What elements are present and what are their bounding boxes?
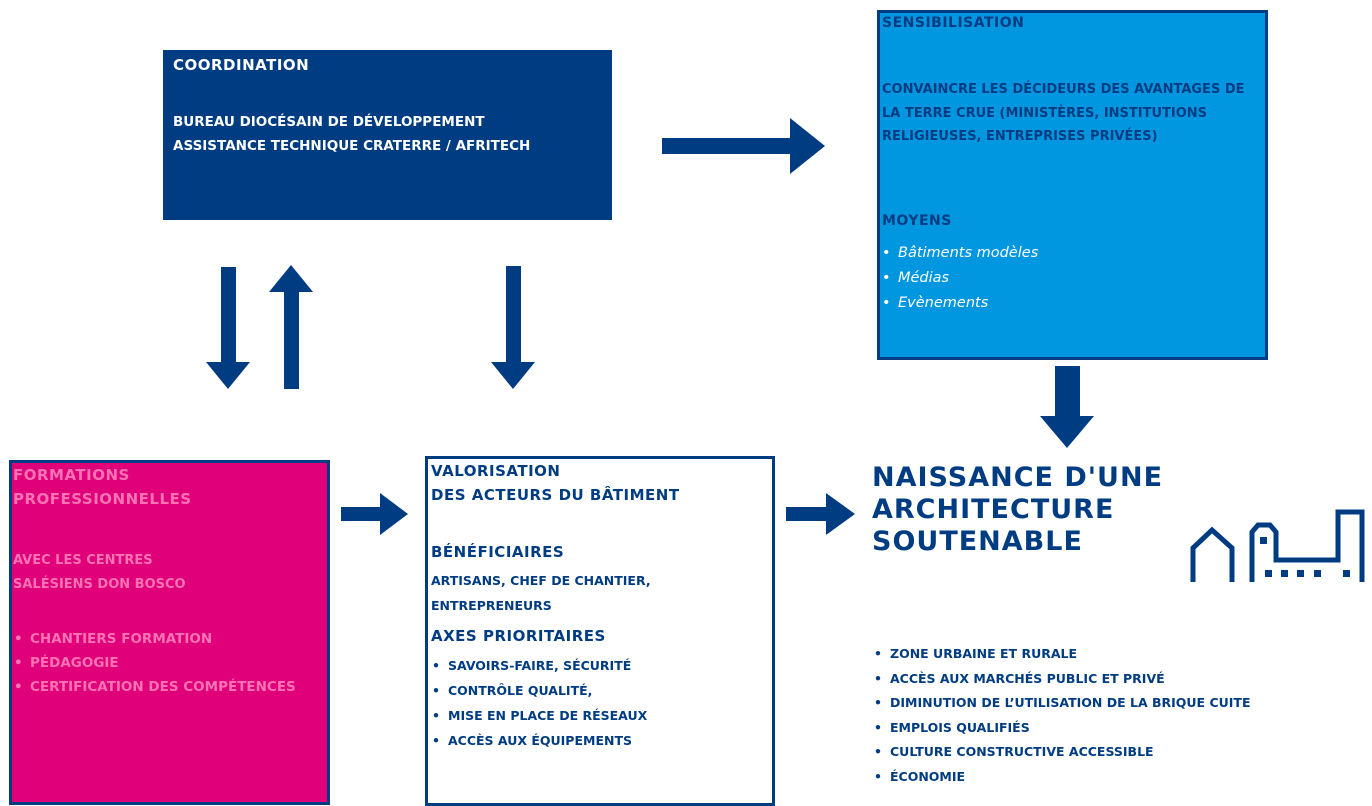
formations-title-line-2: professionnelles: [13, 490, 192, 508]
coordination-line-2: Assistance technique CRAterre / AFRITECH: [173, 138, 531, 154]
arrow-right-form-to-valo: [341, 493, 408, 535]
list-item: culture constructive accessible: [872, 740, 1370, 765]
formations-box: Formations professionnelles avec les cen…: [9, 460, 330, 805]
list-item: contrôle qualité,: [430, 678, 647, 703]
valorisation-title: Valorisation des acteurs du bâtiment: [431, 459, 680, 507]
moyens-list: Bâtiments modèles Médias Evènements: [880, 241, 1038, 316]
list-item: savoirs-faire, sécurité: [430, 653, 647, 678]
list-item: accès aux équipements: [430, 728, 647, 753]
valorisation-box: Valorisation des acteurs du bâtiment Bén…: [425, 456, 775, 806]
formations-title-line-1: Formations: [13, 466, 130, 484]
building-icon: [1249, 509, 1365, 582]
list-item: zone urbaine et rurale: [872, 642, 1370, 667]
axes-title: Axes prioritaires: [431, 627, 606, 645]
list-item: Certification des compétences: [12, 675, 312, 699]
naissance-block: Naissance d'une architecture soutenable: [872, 462, 1352, 558]
list-item: Evènements: [880, 291, 1038, 316]
naissance-title-line-3: soutenable: [872, 526, 1083, 557]
list-item: Pédagogie: [12, 651, 312, 675]
list-item: économie: [872, 765, 1370, 790]
valorisation-title-line-1: Valorisation: [431, 462, 561, 480]
arrow-right-valo-to-nais: [786, 493, 855, 535]
formations-text: avec les centres salésiens Don Bosco: [13, 549, 186, 597]
list-item: Chantiers formation: [12, 627, 312, 651]
arrow-right-coord-to-sens: [662, 118, 825, 174]
sensibilisation-title: Sensibilisation: [882, 15, 1025, 31]
list-item: accès aux marchés public et privé: [872, 667, 1370, 692]
arrow-down-coord-to-valo: [491, 266, 535, 389]
formations-title: Formations professionnelles: [13, 463, 192, 511]
list-item: mise en place de réseaux: [430, 703, 647, 728]
naissance-list: zone urbaine et rurale accès aux marchés…: [872, 642, 1370, 789]
list-item: diminution de l’utilisation de la brique…: [872, 691, 1370, 716]
formations-list: Chantiers formation Pédagogie Certificat…: [12, 627, 312, 699]
sensibilisation-box: Sensibilisation Convaincre les décideurs…: [877, 10, 1268, 360]
beneficiaires-line-2: entrepreneurs: [431, 598, 552, 613]
beneficiaires-text: artisans, chef de chantier, entrepreneur…: [431, 568, 651, 618]
coordination-title: Coordination: [173, 56, 310, 74]
coordination-box: Coordination Bureau diocésain de dévelop…: [163, 50, 612, 220]
arrow-up-form-to-coord: [269, 265, 313, 389]
naissance-title-line-2: architecture: [872, 494, 1115, 525]
building-windows-icon: [1260, 537, 1350, 577]
beneficiaires-line-1: artisans, chef de chantier,: [431, 573, 651, 588]
naissance-title-line-1: Naissance d'une: [872, 462, 1164, 493]
list-item: Médias: [880, 266, 1038, 291]
beneficiaires-title: Bénéficiaires: [431, 543, 565, 561]
arrow-down-sens-to-nais: [1040, 366, 1094, 448]
axes-list: savoirs-faire, sécurité contrôle qualité…: [430, 653, 647, 753]
list-item: Bâtiments modèles: [880, 241, 1038, 266]
arrow-down-coord-to-form: [206, 267, 250, 389]
coordination-line-1: Bureau diocésain de développement: [173, 114, 485, 130]
naissance-title: Naissance d'une architecture soutenable: [872, 462, 1352, 558]
list-item: emplois qualifiés: [872, 716, 1370, 741]
valorisation-title-line-2: des acteurs du bâtiment: [431, 486, 680, 504]
formations-text-line-1: avec les centres: [13, 553, 153, 568]
sensibilisation-text: Convaincre les décideurs des avantages d…: [882, 82, 1245, 144]
house-icon: [1190, 526, 1235, 582]
formations-text-line-2: salésiens Don Bosco: [13, 577, 186, 592]
moyens-title: Moyens: [882, 213, 952, 229]
